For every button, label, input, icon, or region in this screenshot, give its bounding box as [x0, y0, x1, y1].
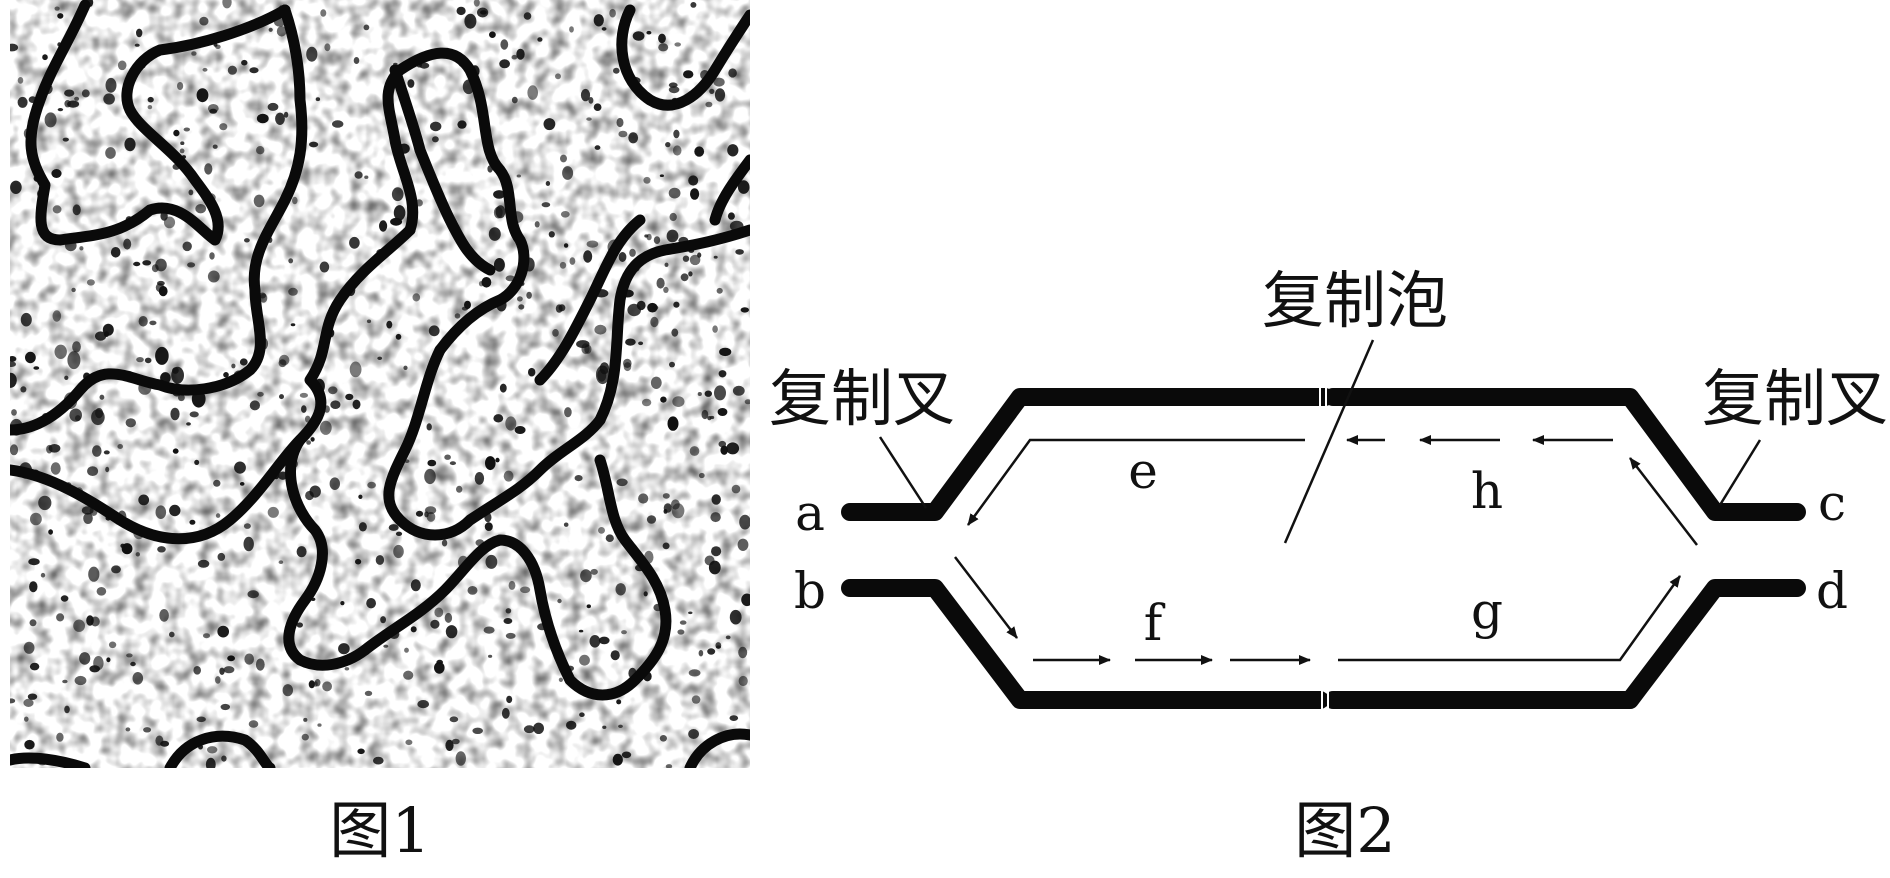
strand-label-g: g [1471, 582, 1503, 640]
micrograph-grain-texture [10, 0, 750, 768]
strand-label-e: e [1128, 442, 1158, 500]
dna-strand [382, 47, 530, 356]
dna-strand [684, 728, 750, 768]
end-label-b: b [794, 562, 826, 620]
new-strand-g [1338, 575, 1682, 662]
dna-strand [534, 214, 646, 386]
parental-strand-top [841, 388, 1334, 521]
end-label-a: a [795, 484, 825, 542]
dna-strand [359, 454, 672, 701]
dna-strand [709, 154, 750, 226]
replication-bubble-diagram: 复制泡 复制叉 复制叉 a b c d e h f g [769, 264, 1888, 711]
dna-strand [283, 434, 371, 671]
end-label-c: c [1818, 474, 1846, 532]
strand-label-h: h [1471, 462, 1503, 520]
dna-strands [10, 0, 750, 768]
okazaki-fragment-h [1629, 457, 1698, 546]
parental-strand-bottom [841, 579, 1329, 709]
strand-label-f: f [1144, 594, 1166, 652]
parental-strand-bottom [1324, 579, 1806, 709]
replication-fork-label-right: 复制叉 [1702, 362, 1888, 435]
figure1-caption: 图1 [329, 794, 430, 867]
dna-strand [164, 730, 276, 768]
dna-strand [10, 752, 91, 768]
parental-strand-top [1324, 388, 1806, 521]
origin-break-marks [1319, 386, 1329, 711]
dna-strand [25, 0, 291, 246]
replication-bubble-label: 复制泡 [1262, 264, 1448, 337]
dna-strand [389, 64, 496, 276]
new-strand-e [966, 438, 1305, 526]
dna-strand [616, 4, 750, 111]
micrograph-figure1 [10, 0, 750, 768]
bubble-pointer-line [1283, 339, 1375, 544]
end-label-d: d [1816, 562, 1848, 620]
replication-fork-label-left: 复制叉 [769, 362, 955, 435]
fork-pointer-line-left [878, 436, 928, 509]
dna-strand [383, 344, 606, 541]
figure2-caption: 图2 [1294, 794, 1395, 867]
dna-strand [594, 224, 750, 426]
okazaki-fragment-f [954, 556, 1018, 639]
fork-pointer-line-right [1718, 439, 1762, 506]
dna-strand [10, 4, 308, 436]
